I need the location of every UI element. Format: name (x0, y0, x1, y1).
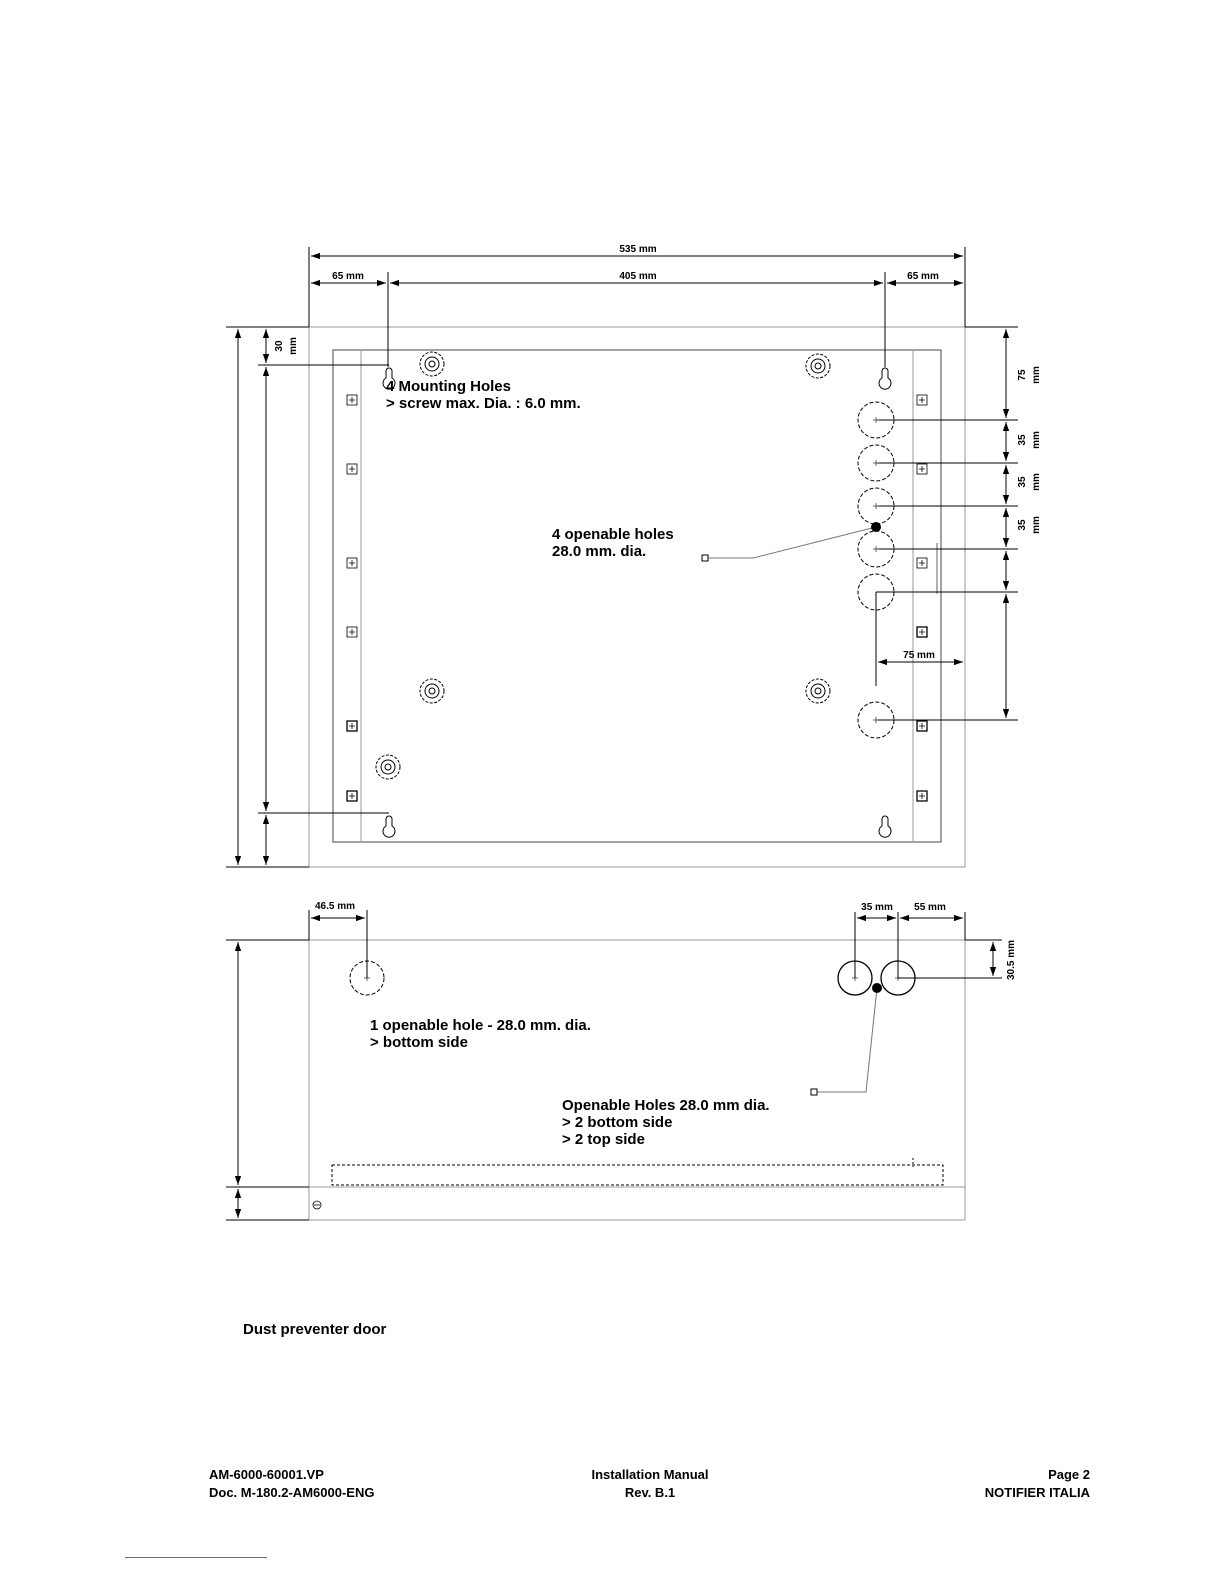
backplate-outline (332, 349, 942, 843)
holes-label: Openable Holes 28.0 mm dia. (562, 1097, 770, 1114)
keyhole-icon (382, 815, 396, 838)
fixing-square-icon (346, 463, 358, 475)
dim-label-55: 55 mm (914, 902, 946, 913)
bottom-holes-leader (810, 983, 882, 1096)
holes-top-side: > 2 top side (562, 1131, 645, 1148)
footer-rule (125, 1557, 267, 1558)
dim-label-405: 405 mm (619, 271, 656, 282)
bottom-cabinet-outline (308, 939, 966, 1188)
footer-company: NOTIFIER ITALIA (984, 1485, 1090, 1500)
dimension-labels: 535 mm 65 mm 405 mm 65 mm 30 mm 75 mm 35… (274, 244, 1042, 980)
standoff-icon (375, 754, 401, 780)
dim-label-75-horizontal: 75 mm (903, 650, 935, 661)
openable-hole (857, 487, 895, 525)
dim-label-35-b-unit: mm (1031, 473, 1042, 491)
fixing-square-icon (916, 463, 928, 475)
mounting-holes-spec: > screw max. Dia. : 6.0 mm. (386, 395, 581, 412)
footer-manual-title: Installation Manual (591, 1467, 709, 1482)
fixing-square-icon (916, 626, 928, 638)
fixing-square-icon (916, 790, 928, 802)
dim-label-46-5: 46.5 mm (315, 901, 355, 912)
top-dimensions (308, 247, 966, 367)
standoff-icon (419, 678, 445, 704)
door-screw-icon (312, 1200, 322, 1210)
cabinet-outline (308, 326, 966, 868)
keyhole-icon (382, 367, 396, 390)
fixing-square-icon (916, 720, 928, 732)
openable-hole (857, 573, 895, 611)
dim-label-65-left: 65 mm (332, 271, 364, 282)
footer-left: AM-6000-60001.VP Doc. M-180.2-AM6000-ENG (209, 1466, 374, 1502)
dim-label-35-c: 35 (1017, 519, 1028, 531)
dim-label-75-top-unit: mm (1031, 366, 1042, 384)
dim-label-30: 30 (274, 340, 285, 352)
footer-right: Page 2 NOTIFIER ITALIA (900, 1466, 1090, 1502)
dim-label-35-a-unit: mm (1031, 431, 1042, 449)
rail-fixings (346, 394, 928, 802)
openable-holes (857, 401, 895, 739)
fixing-square-icon (916, 557, 928, 569)
bottom-hole-side: > bottom side (370, 1034, 468, 1051)
fixing-square-icon (346, 394, 358, 406)
dim-label-35-c-unit: mm (1031, 516, 1042, 534)
dim-label-35-b: 35 (1017, 476, 1028, 488)
openable-holes-spec: 28.0 mm. dia. (552, 543, 646, 560)
holes-bottom-side: > 2 bottom side (562, 1114, 672, 1131)
footer-center: Installation Manual Rev. B.1 (560, 1466, 740, 1502)
dim-label-30-5: 30.5 mm (1006, 940, 1017, 980)
standoff-icon (805, 678, 831, 704)
footer-document-code: AM-6000-60001.VP (209, 1467, 324, 1482)
footer-page-number: Page 2 (1048, 1467, 1090, 1482)
footer-revision: Rev. B.1 (624, 1485, 676, 1500)
dim-label-30-unit: mm (288, 337, 299, 355)
left-dimensions (226, 326, 389, 868)
fixing-square-icon (346, 720, 358, 732)
right-dimensions (875, 326, 1018, 721)
dim-label-535: 535 mm (619, 244, 656, 255)
dim-label-75-top: 75 (1017, 369, 1028, 381)
standoff-icon (419, 351, 445, 377)
openable-holes-label: 4 openable holes (552, 526, 674, 543)
dust-preventer-slot (331, 1164, 944, 1186)
fixing-square-icon (346, 790, 358, 802)
keyhole-icon (878, 367, 892, 390)
door-lip-outline (308, 1186, 966, 1221)
bottom-view (308, 939, 966, 1221)
dim-label-35-a: 35 (1017, 434, 1028, 446)
figure-caption: Dust preventer door (243, 1321, 387, 1338)
openable-hole (857, 444, 895, 482)
dim-label-65-right: 65 mm (907, 271, 939, 282)
dim-label-35-bottom: 35 mm (861, 902, 893, 913)
annotation-labels: 4 Mounting Holes > screw max. Dia. : 6.0… (370, 378, 770, 1148)
openable-hole (857, 701, 895, 739)
fixing-square-icon (346, 557, 358, 569)
fixing-square-icon (346, 626, 358, 638)
footer-document-number: Doc. M-180.2-AM6000-ENG (209, 1485, 375, 1500)
openable-hole (857, 401, 895, 439)
bottom-hole-label: 1 openable hole - 28.0 mm. dia. (370, 1017, 591, 1034)
mounting-holes (382, 367, 892, 838)
standoffs (375, 351, 831, 780)
mounting-holes-label: 4 Mounting Holes (386, 378, 511, 395)
openable-holes-leader (701, 522, 881, 562)
standoff-icon (805, 353, 831, 379)
bottom-dimensions (226, 910, 1002, 1221)
front-view (308, 326, 966, 868)
keyhole-icon (878, 815, 892, 838)
fixing-square-icon (916, 394, 928, 406)
